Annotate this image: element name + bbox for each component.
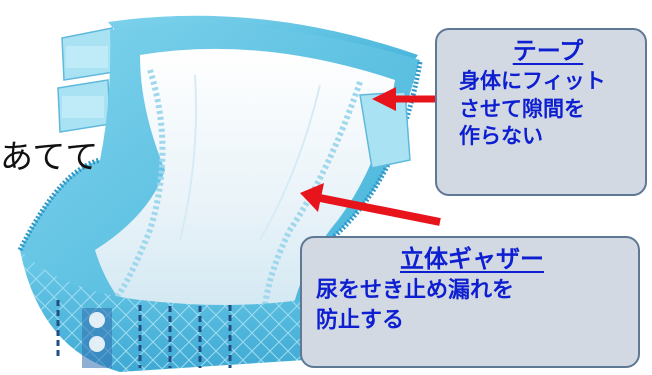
diaper-inner-pad — [95, 48, 395, 330]
gather-callout-title: 立体ギャザー — [400, 245, 544, 273]
gather-callout: 立体ギャザー 尿をせき止め漏れを 防止する — [300, 236, 640, 368]
arrow-to-gather — [300, 183, 441, 226]
standing-gather-left — [112, 69, 166, 302]
gather-callout-body: 尿をせき止め漏れを 防止する — [316, 277, 515, 333]
standing-gather-right — [262, 81, 363, 306]
tape-tabs-left — [57, 27, 115, 133]
tape-callout: テープ 身体にフィット させて隙間を 作らない — [435, 28, 647, 196]
front-print-band — [56, 300, 232, 368]
tape-callout-body: 身体にフィット させて隙間を 作らない — [459, 68, 606, 149]
partial-caption-text: あてて — [0, 137, 99, 176]
tape-callout-title: テープ — [512, 37, 584, 65]
